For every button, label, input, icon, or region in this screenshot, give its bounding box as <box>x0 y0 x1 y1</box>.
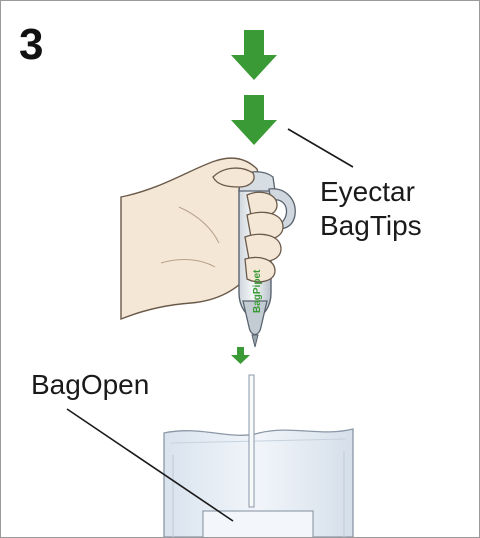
callout-bagopen: BagOpen <box>31 368 149 402</box>
bag-illustration <box>163 374 354 537</box>
arrow-down-icon <box>231 30 277 80</box>
hand-holding-pipette: BagPipet <box>120 157 296 348</box>
callout-eject-bagtips: Eyectar BagTips <box>320 175 422 243</box>
leader-line-open <box>66 408 234 522</box>
leader-line-eject <box>287 128 354 168</box>
device-brand-label: BagPipet <box>252 269 263 313</box>
callout-eject-line1: Eyectar <box>320 176 415 207</box>
callout-open-label: BagOpen <box>31 369 150 400</box>
arrow-down-small-icon <box>231 347 250 364</box>
step-number: 3 <box>19 20 44 69</box>
arrow-down-icon <box>231 95 277 145</box>
callout-eject-line2: BagTips <box>320 210 422 241</box>
